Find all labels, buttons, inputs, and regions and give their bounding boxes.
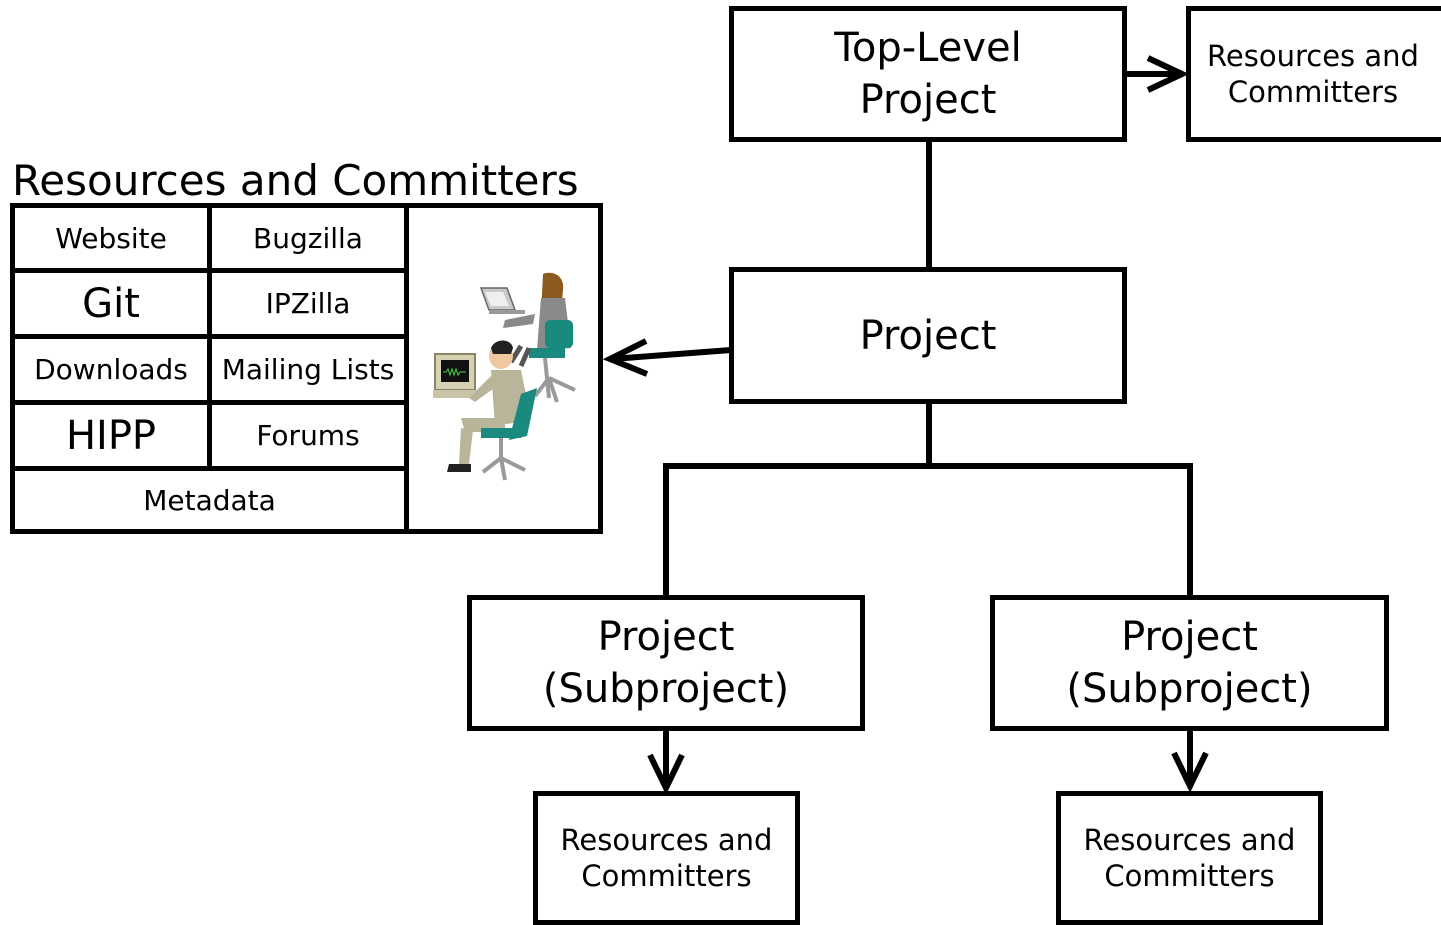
cell-mailing-lists: Mailing Lists	[221, 353, 395, 386]
top-level-project-box: Top-Level Project	[729, 6, 1127, 142]
cell-metadata: Metadata	[143, 483, 276, 517]
cell-downloads: Downloads	[34, 353, 188, 386]
resources-table: Website Bugzilla Git IPZilla Downloads M…	[10, 203, 603, 534]
right-sub-resources-line2: Committers	[1104, 859, 1275, 893]
left-sub-resources-box: Resources and Committers	[533, 791, 800, 925]
cell-hipp: HIPP	[65, 412, 157, 459]
project-box: Project	[729, 267, 1127, 404]
grid-col-line-2	[404, 208, 409, 529]
laptop-user-figure	[479, 272, 576, 403]
desktop-user-figure	[433, 340, 537, 481]
top-resources-line1: Resources and	[1207, 39, 1419, 73]
connector-branch	[663, 463, 1193, 598]
top-level-line2: Project	[859, 77, 997, 123]
top-resources-line2: Committers	[1227, 75, 1399, 109]
cell-website: Website	[55, 221, 167, 255]
subproject-right-box: Project (Subproject)	[990, 595, 1389, 731]
top-resources-box: Resources and Committers	[1186, 6, 1441, 142]
cell-git: Git	[82, 280, 140, 327]
left-sub-resources-line2: Committers	[581, 859, 752, 893]
subproject-right-line2: (Subproject)	[1066, 666, 1313, 712]
project-label: Project	[859, 312, 997, 359]
arrowhead-project-resources	[602, 338, 649, 377]
subproject-right-line1: Project	[1121, 614, 1258, 660]
people-at-computers-icon	[433, 272, 576, 481]
subproject-left-line2: (Subproject)	[542, 666, 790, 712]
grid-row-line-2	[15, 334, 404, 339]
right-sub-resources-box: Resources and Committers	[1056, 791, 1323, 925]
cell-bugzilla: Bugzilla	[253, 221, 363, 255]
left-sub-resources-line1: Resources and	[560, 823, 773, 857]
subproject-left-line1: Project	[597, 614, 735, 660]
grid-row-line-1	[15, 268, 404, 273]
arrowhead-top-resources	[1146, 55, 1190, 93]
grid-row-line-3	[15, 400, 404, 405]
right-sub-resources-line1: Resources and	[1083, 823, 1296, 857]
cell-ipzilla: IPZilla	[265, 287, 351, 320]
resources-table-title: Resources and Committers	[12, 156, 579, 205]
arrowhead-right-sub-resources	[1171, 751, 1209, 793]
cell-forums: Forums	[256, 419, 360, 452]
top-level-line1: Top-Level	[834, 25, 1022, 71]
arrow-project-resources	[611, 347, 732, 362]
arrowhead-left-sub-resources	[647, 753, 685, 795]
grid-row-line-4	[15, 466, 404, 471]
subproject-left-box: Project (Subproject)	[467, 595, 865, 731]
